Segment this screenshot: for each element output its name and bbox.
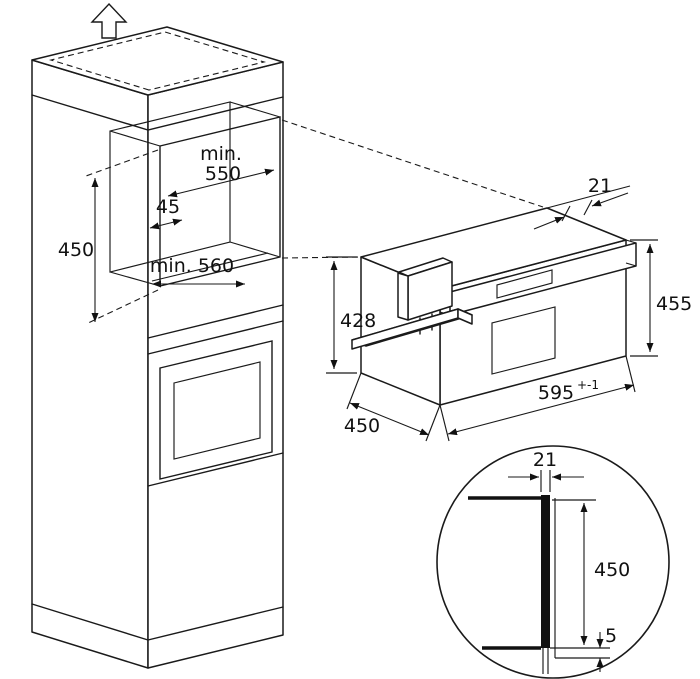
bottom-overhang-label: 5 (605, 625, 617, 647)
display (496, 269, 553, 299)
detail-circle: 21 450 5 (436, 445, 670, 679)
oven-door (159, 340, 273, 480)
top-overhang-label: 21 (588, 175, 612, 197)
panel-thickness-label: 21 (533, 449, 557, 471)
oven-door-window (173, 361, 261, 460)
vent-arrow-icon (90, 2, 128, 39)
oven-front (147, 304, 284, 480)
front-panel-section (541, 495, 550, 648)
height-right-label: 455 (656, 293, 692, 315)
niche-height-label: 450 (58, 239, 94, 261)
cabinet-dimensions: min. 550 45 450 min. 560 (58, 143, 275, 325)
height-front-label: 428 (340, 310, 376, 332)
cup-shelf (351, 308, 473, 350)
width-label: 595 (538, 382, 574, 404)
width-tolerance-label: +-1 (577, 378, 599, 392)
niche-depth-label: min. 560 (150, 255, 234, 277)
front-offset-label: 45 (156, 196, 180, 218)
appliance-drawing (351, 207, 637, 406)
depth-label: 450 (344, 415, 380, 437)
appliance-dimensions: 21 455 428 450 595 +-1 (326, 175, 692, 442)
top-opening-hidden-edges (48, 31, 267, 91)
appliance-niche (109, 101, 281, 287)
niche-width-value-label: 550 (205, 163, 241, 185)
coffee-spout (397, 257, 453, 335)
detail-height-label: 450 (594, 559, 630, 581)
cabinet-drawing (31, 2, 544, 669)
projection-line-top (281, 119, 544, 208)
niche-width-min-label: min. (200, 143, 242, 165)
front-door-seam (491, 306, 556, 375)
